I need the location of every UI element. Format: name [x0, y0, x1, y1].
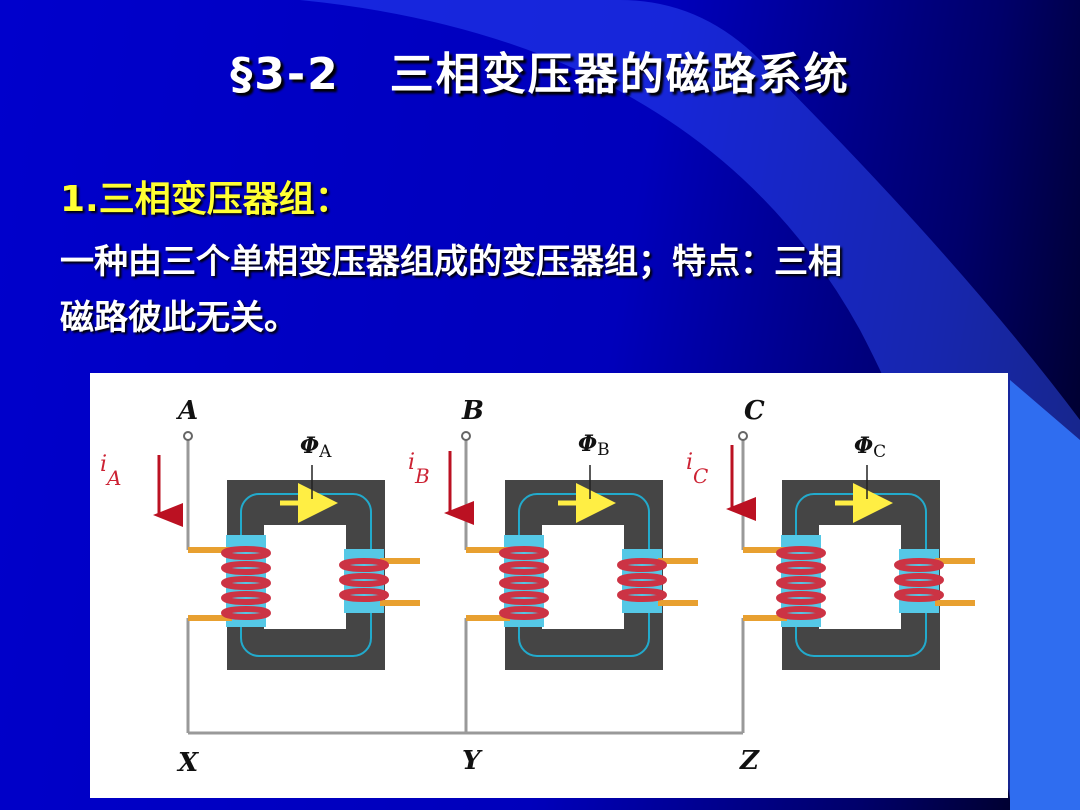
transformer-unit-a [153, 431, 420, 733]
flux-label-c: ΦC [854, 433, 886, 462]
transformer-bank-diagram: A B C X Y Z iA iB iC ΦA ΦB ΦC [90, 373, 1008, 798]
terminal-label-c: C [744, 396, 765, 426]
current-label-b: iB [408, 450, 430, 488]
slide-title: §3-2 三相变压器的磁路系统 [0, 38, 1080, 102]
terminal-b-node [461, 431, 471, 441]
terminal-c-node [738, 431, 748, 441]
secondary-coil-a [339, 558, 389, 602]
body-line-1: 一种由三个单相变压器组成的变压器组；特点：三相 [60, 242, 842, 282]
terminal-label-y: Y [462, 746, 483, 776]
body-text: 一种由三个单相变压器组成的变压器组；特点：三相 磁路彼此无关。 [60, 234, 1040, 346]
current-label-c: iC [686, 450, 708, 488]
terminal-a-node [183, 431, 193, 441]
terminal-label-z: Z [739, 746, 760, 776]
title-text: 三相变压器的磁路系统 [389, 49, 850, 100]
body-line-2: 磁路彼此无关。 [60, 298, 298, 338]
terminal-label-a: A [175, 396, 198, 426]
secondary-coil-b [617, 558, 667, 602]
diagram-svg: A B C X Y Z iA iB iC ΦA ΦB ΦC [100, 396, 975, 778]
primary-coil-b [499, 546, 549, 620]
terminal-label-x: X [176, 748, 200, 778]
terminal-label-b: B [461, 396, 484, 426]
flux-label-b: ΦB [578, 431, 610, 460]
section-number: §3-2 [230, 49, 340, 100]
flux-label-a: ΦA [300, 433, 332, 462]
section-heading: 1.三相变压器组： [60, 179, 351, 220]
primary-coil-a [221, 546, 271, 620]
primary-coil-c [776, 546, 826, 620]
secondary-coil-c [894, 558, 944, 602]
current-label-a: iA [100, 452, 122, 490]
transformer-unit-b [444, 431, 698, 670]
neutral-wire [188, 618, 743, 735]
transformer-unit-c [726, 431, 975, 733]
